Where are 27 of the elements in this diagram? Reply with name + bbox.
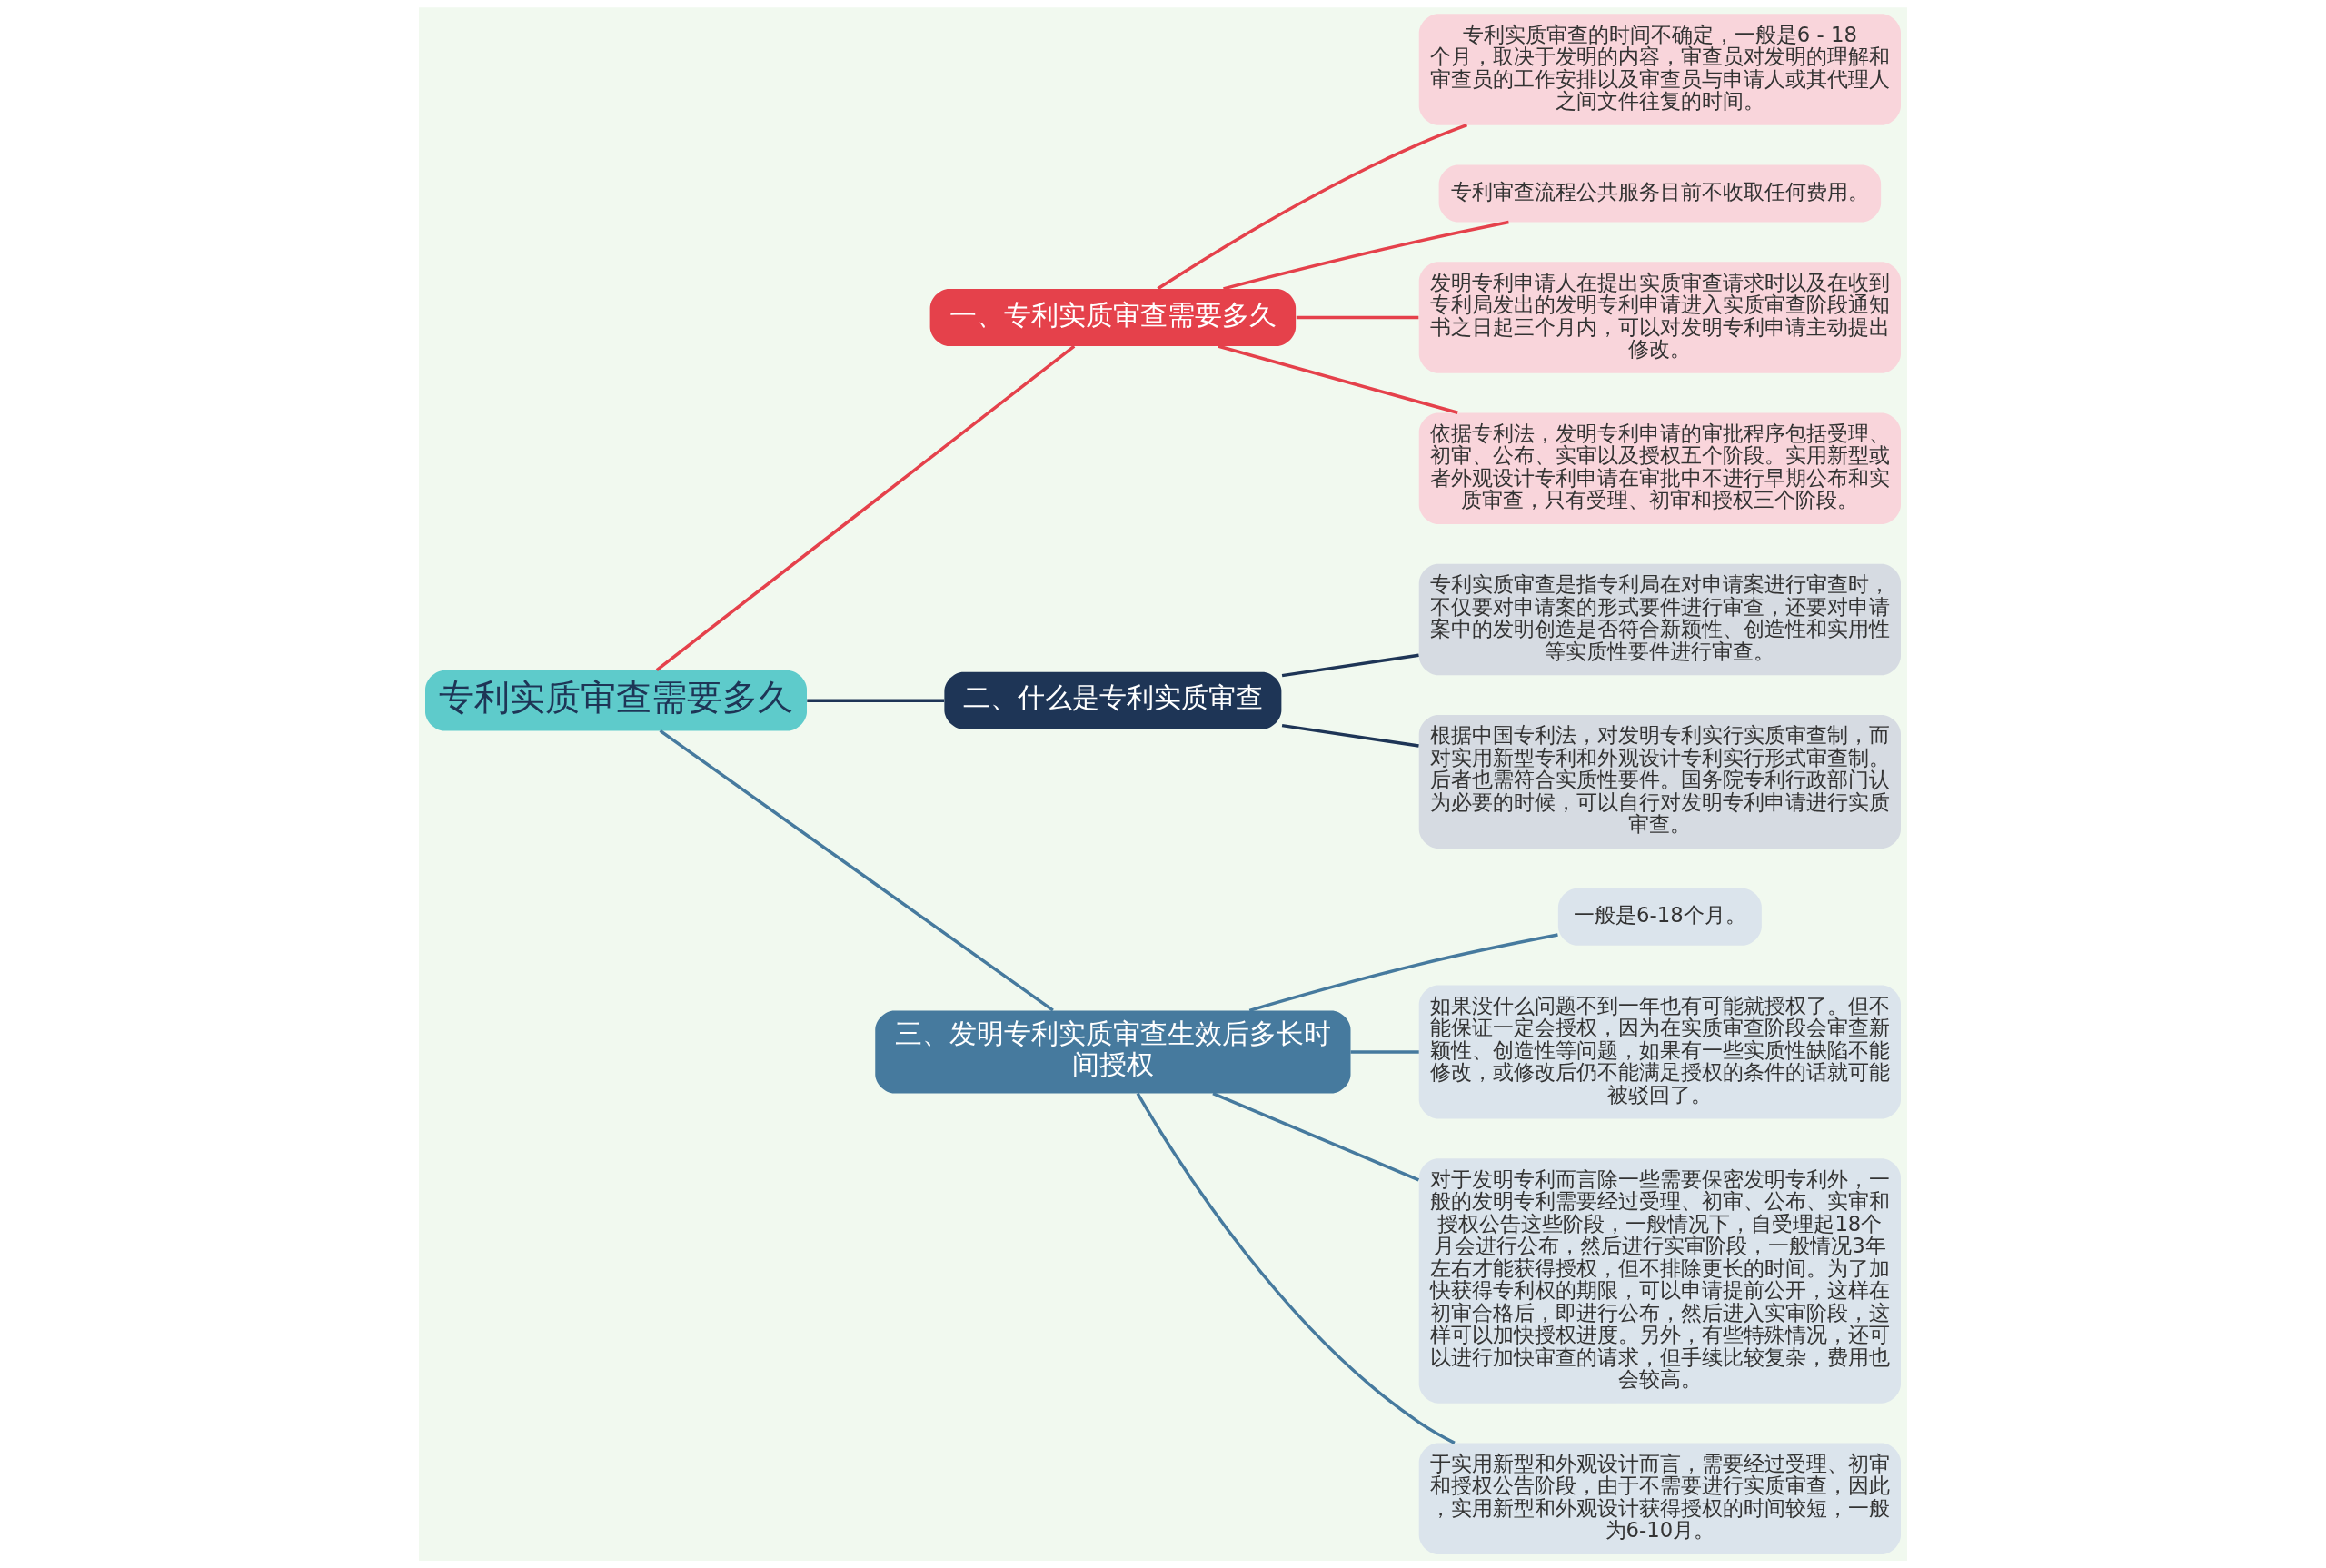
node-box: 发明专利申请人在提出实质审查请求时以及在收到专利局发出的发明专利申请进入实质审查阶段通知书之日起三个月内，可以对发明专利申请主动提出修改。 [1418, 262, 1901, 373]
node-box: 对于发明专利而言除一些需要保密发明专利外，一般的发明专利需要经过受理、初审、公布、实审和授权公告这些阶段，一般情况下，自受理起18个月会进行公布，然后进行实审阶段，一般情况3年左右才能获得授权，但不排除更长的时间。为了加快获得专利权的期限，可以申请提前公开，这样在初审合格后，即进行公布，然后进入实审阶段，这样可以加快授权进度。另外，有些特殊情况，还可以进行加快审查的请求，但手续比较复杂，费用也会较高。 [1418, 1158, 1901, 1404]
connector [1248, 933, 1558, 1012]
node-box: 专利实质审查需要多久 [425, 670, 807, 731]
connector [1350, 1050, 1419, 1054]
connector [1281, 723, 1419, 748]
connector [1281, 653, 1419, 678]
node-box: 如果没什么问题不到一年也有可能就授权了。但不能保证一定会授权，因为在实质审查阶段会审查新颖性、创造性等问题，如果有一些实质性缺陷不能修改，或修改后仍不能满足授权的条件的话就可能被驳回了。 [1418, 985, 1901, 1119]
connector [659, 729, 1054, 1012]
connector [1296, 315, 1419, 320]
connector [807, 699, 945, 702]
node-box: 于实用新型和外观设计而言，需要经过受理、初审和授权公告阶段，由于不需要进行实质审查，因此，实用新型和外观设计获得授权的时间较短，一般为6-10月。 [1418, 1443, 1901, 1554]
node-box: 根据中国专利法，对发明专利实行实质审查制，而对实用新型专利和外观设计专利实行形式审查制。后者也需符合实质性要件。国务院专利行政部门认为必要的时候，可以自行对发明专利申请进行实质审查。 [1418, 714, 1901, 849]
connector [1218, 344, 1458, 414]
node-box: 一、专利实质审查需要多久 [929, 288, 1297, 346]
connector [1136, 1092, 1456, 1444]
connector [1223, 220, 1509, 291]
node-box: 二、什么是专利实质审查 [944, 671, 1282, 729]
node-box: 专利实质审查的时间不确定，一般是6 - 18个月，取决于发明的内容，审查员对发明的理解和审查员的工作安排以及审查员与申请人或其代理人之间文件往复的时间。 [1418, 14, 1901, 125]
connector [655, 344, 1076, 672]
node-box: 专利审查流程公共服务目前不收取任何费用。 [1438, 164, 1882, 223]
node-box: 依据专利法，发明专利申请的审批程序包括受理、初审、公布、实审以及授权五个阶段。实用新型或者外观设计专利申请在审批中不进行早期公布和实质审查，只有受理、初审和授权三个阶段。 [1418, 412, 1901, 524]
connector [1157, 124, 1468, 291]
node-box: 一般是6-18个月。 [1557, 888, 1762, 946]
node-box: 三、发明专利实质审查生效后多长时间授权 [875, 1010, 1351, 1094]
node-box: 专利实质审查是指专利局在对申请案进行审查时，不仅要对申请案的形式要件进行审查，还要对申请案中的发明创造是否符合新颖性、创造性和实用性等实质性要件进行审查。 [1418, 563, 1901, 676]
connector [1212, 1091, 1420, 1182]
